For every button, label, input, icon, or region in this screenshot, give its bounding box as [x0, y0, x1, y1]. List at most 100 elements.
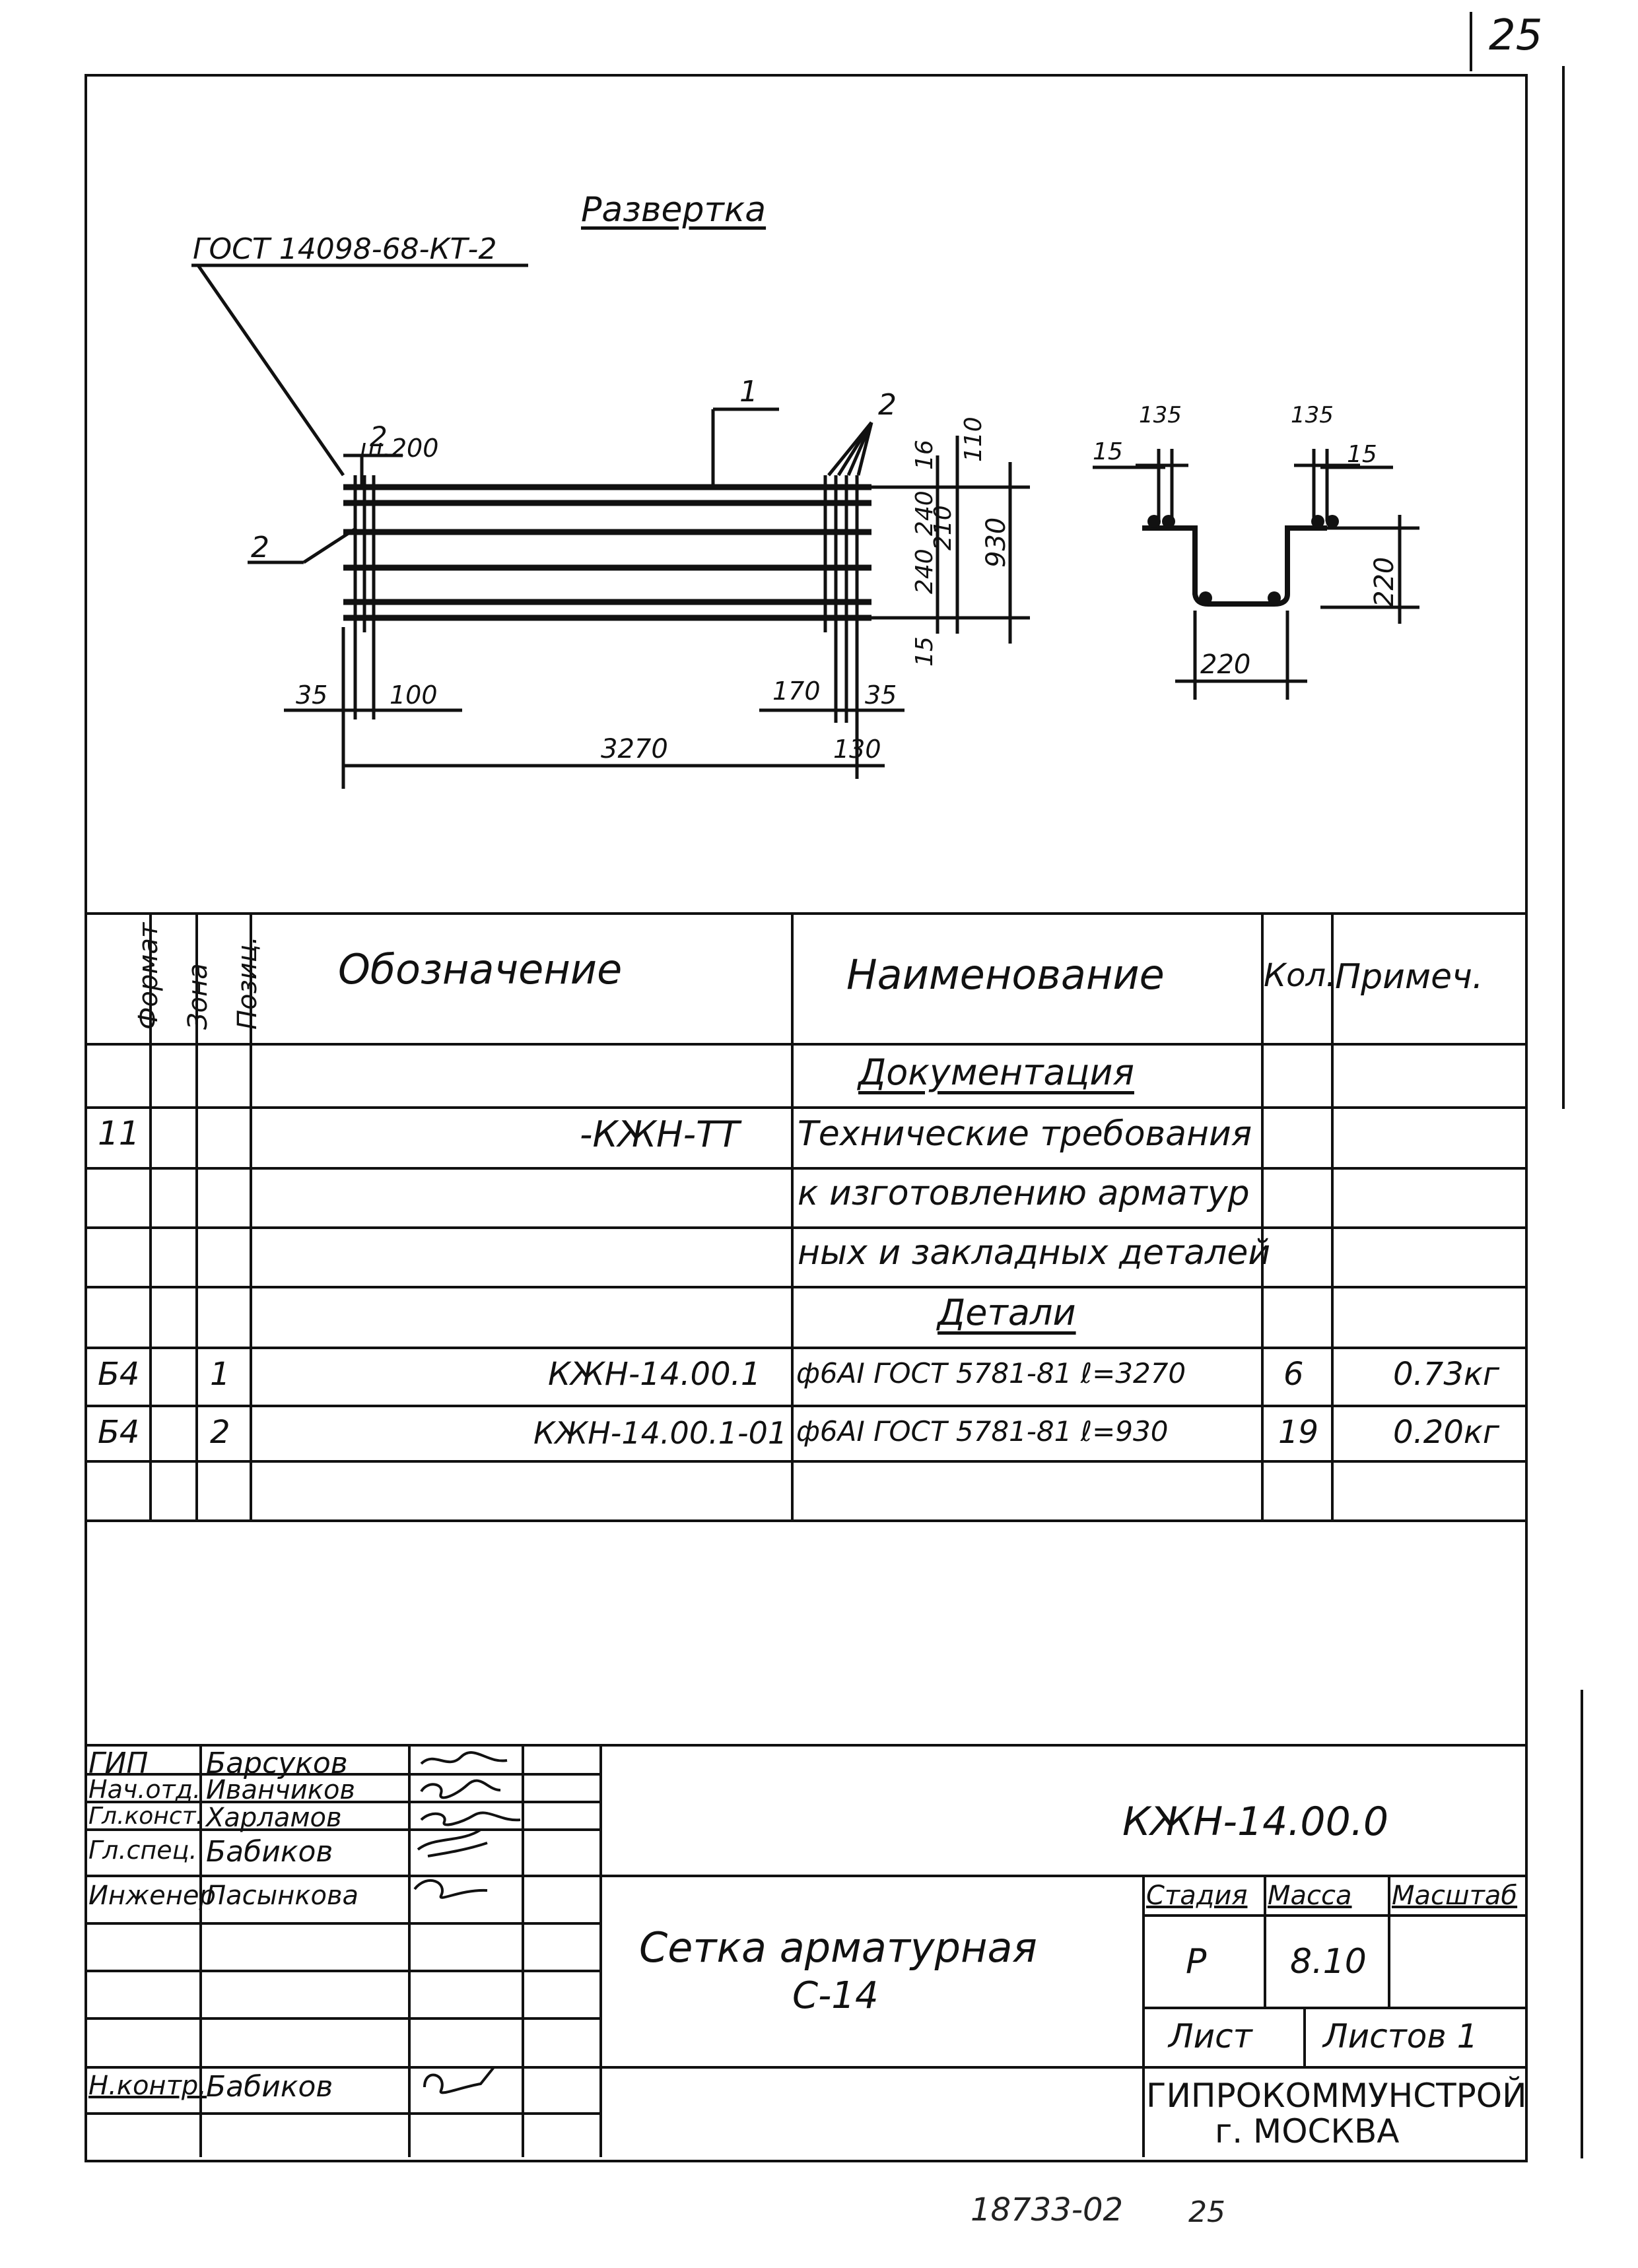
doc-name-line-2: к изготовлению арматур: [798, 1174, 1250, 1213]
stamp-title-line1: Сетка арматурная: [639, 1923, 1037, 1972]
table-col-divider: [1261, 912, 1264, 1521]
dim-240a: 240: [911, 490, 938, 536]
header-qty: Кол.: [1264, 957, 1336, 994]
section-documentation: Документация: [858, 1051, 1134, 1093]
row1-qty: 6: [1283, 1356, 1304, 1393]
table-line: [85, 1347, 1525, 1349]
stamp-line: [85, 1970, 599, 1972]
header-note: Примеч.: [1335, 957, 1484, 997]
stamp-col-divider: [1264, 1875, 1266, 2007]
stamp-line: [85, 2017, 599, 2020]
stamp-mass-label: Масса: [1268, 1881, 1352, 1911]
stamp-name-glkonst: Харламов: [206, 1803, 342, 1833]
row1-note: 0.73кг: [1393, 1356, 1500, 1393]
row2-note: 0.20кг: [1393, 1414, 1500, 1451]
dim-240b: 240: [911, 549, 938, 594]
table-col-divider: [195, 912, 198, 1521]
stamp-line: [85, 1773, 599, 1776]
header-position: Позиц.: [232, 936, 263, 1030]
stamp-title-line2: С-14: [792, 1974, 879, 2017]
table-line: [85, 1106, 1525, 1109]
stamp-col-divider: [522, 1744, 524, 2157]
doc-name-line-1: Технические требования: [798, 1114, 1252, 1154]
dim-16: 16: [911, 440, 938, 470]
dim-930: 930: [981, 517, 1011, 568]
stamp-role-normcontrol: Н.контр.: [88, 2071, 207, 2101]
table-col-divider: [250, 912, 252, 1521]
drawing-frame: [85, 74, 1528, 2162]
table-line: [85, 1286, 1525, 1288]
stamp-col-divider: [408, 1744, 411, 2157]
row2-name: ф6АI ГОСТ 5781-81 ℓ=930: [796, 1415, 1169, 1448]
footer-number: 18733-02: [971, 2191, 1124, 2228]
row1-name: ф6АI ГОСТ 5781-81 ℓ=3270: [796, 1357, 1186, 1389]
table-col-divider: [1331, 912, 1334, 1521]
stamp-role-nachotd: Нач.отд.: [88, 1775, 201, 1804]
gost-label: ГОСТ 14098-68-КТ-2: [193, 232, 497, 266]
stamp-line: [85, 2112, 599, 2115]
stamp-org-line2: г. МОСКВА: [1215, 2112, 1400, 2151]
stamp-line: [85, 1801, 599, 1803]
stamp-col-divider: [1142, 1875, 1145, 2157]
stamp-doc-code: КЖН-14.00.0: [1122, 1799, 1389, 1845]
stamp-col-divider: [199, 1744, 202, 2157]
table-top-line: [85, 912, 1525, 915]
label-pos2-left: 2: [251, 531, 269, 564]
sec-dim-15-right: 15: [1347, 441, 1377, 468]
table-line: [85, 1460, 1525, 1463]
stamp-line: [1142, 2007, 1525, 2009]
stamp-scale-label: Масштаб: [1392, 1881, 1518, 1911]
rebar-mesh-drawing: 2 ш.200 2 1 2 35 100 3270 170 35 130 16 …: [191, 263, 1419, 789]
table-bottom-line: [85, 1519, 1525, 1522]
stamp-col-divider: [599, 1744, 602, 2157]
dim-35-right: 35: [865, 681, 897, 710]
signatures: [413, 1751, 521, 2094]
section-details: Детали: [938, 1292, 1076, 1333]
label-pos1: 1: [739, 375, 758, 409]
header-zone: Зона: [183, 963, 213, 1030]
row1-format: Б4: [98, 1356, 140, 1393]
dim-35-left: 35: [296, 681, 327, 710]
stamp-col-divider: [1388, 1875, 1390, 2007]
stamp-top-line: [85, 1744, 1525, 1747]
row2-designation: КЖН-14.00.1-01: [533, 1415, 788, 1451]
header-format: Формат: [133, 922, 164, 1030]
stamp-line: [85, 1922, 599, 1925]
stamp-line: [85, 1828, 599, 1831]
table-header-bottom-line: [85, 1043, 1525, 1046]
row1-position: 1: [210, 1356, 230, 1393]
sec-dim-220-h: 220: [1200, 650, 1250, 680]
page-number-divider: [1470, 12, 1472, 71]
stamp-name-glspec: Бабиков: [206, 1835, 333, 1869]
row1-designation: КЖН-14.00.1: [548, 1356, 761, 1393]
stamp-col-divider: [1303, 2007, 1306, 2066]
row2-position: 2: [210, 1414, 230, 1451]
doc-row-designation: -КЖН-ТТ: [580, 1114, 740, 1155]
header-designation: Обозначение: [338, 945, 623, 993]
frame-outer-right-line-lower: [1581, 1690, 1583, 2158]
table-line: [85, 1405, 1525, 1407]
stamp-role-glkonst: Гл.конст.: [88, 1803, 204, 1830]
table-line: [85, 1226, 1525, 1229]
doc-row-format: 11: [98, 1114, 140, 1152]
label-spacing: ш.200: [360, 434, 438, 463]
row2-qty: 19: [1278, 1414, 1319, 1451]
dim-3270: 3270: [601, 734, 668, 764]
row2-format: Б4: [98, 1414, 140, 1451]
stamp-stage-label: Стадия: [1146, 1881, 1248, 1911]
dim-15: 15: [911, 636, 938, 667]
drawing-title: Развертка: [581, 190, 767, 230]
dim-110: 110: [960, 417, 987, 462]
stamp-line: [85, 1875, 1525, 1877]
table-col-divider: [149, 912, 152, 1521]
label-pos2-top-left: 2: [370, 420, 388, 453]
label-pos2-top-right: 2: [878, 388, 897, 422]
dim-100: 100: [390, 681, 438, 710]
stamp-org-line1: ГИПРОКОММУНСТРОЙ: [1146, 2077, 1527, 2115]
sec-dim-220-v: 220: [1369, 557, 1400, 607]
dim-210: 210: [930, 505, 957, 550]
stamp-line: [1142, 1914, 1525, 1917]
stamp-name-gip: Барсуков: [206, 1747, 348, 1780]
sec-dim-135-left: 135: [1139, 402, 1182, 428]
header-name: Наименование: [846, 951, 1165, 999]
